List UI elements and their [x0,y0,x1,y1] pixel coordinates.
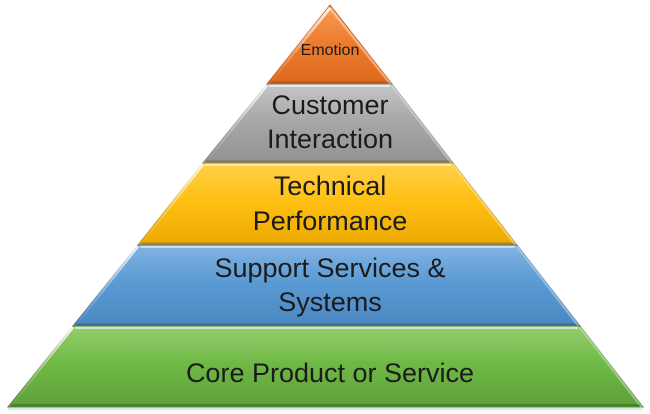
level-emotion-label: Emotion [301,42,360,59]
level-technical-performance-label-line-2: Performance [253,206,408,236]
level-customer-interaction-label-line-1: Customer [271,90,388,120]
pyramid-base-reflection [8,408,643,414]
bevel-highlight [329,7,392,85]
bevel-highlight [8,326,75,408]
bevel-highlight [579,326,643,408]
level-core-product-service-label: Core Product or Service [186,358,474,388]
bevel-highlight [138,163,205,246]
pyramid-level-emotion [265,4,394,85]
bevel-highlight [452,163,517,246]
level-customer-interaction-label-line-2: Interaction [267,124,393,154]
level-support-services-systems-label-line-2: Systems [278,287,382,317]
bevel-highlight [73,245,140,327]
bevel-highlight [391,84,453,164]
pyramid-level-core-product-service [6,325,645,408]
level-technical-performance-label-line-1: Technical [274,171,387,201]
level-support-services-systems-label-line-1: Support Services & [214,253,445,283]
pyramid-level-customer-interaction [201,83,455,164]
bevel-highlight [203,84,269,164]
bevel-highlight [267,7,332,85]
pyramid-level-support-services-systems [71,244,582,327]
bevel-highlight [516,245,580,327]
